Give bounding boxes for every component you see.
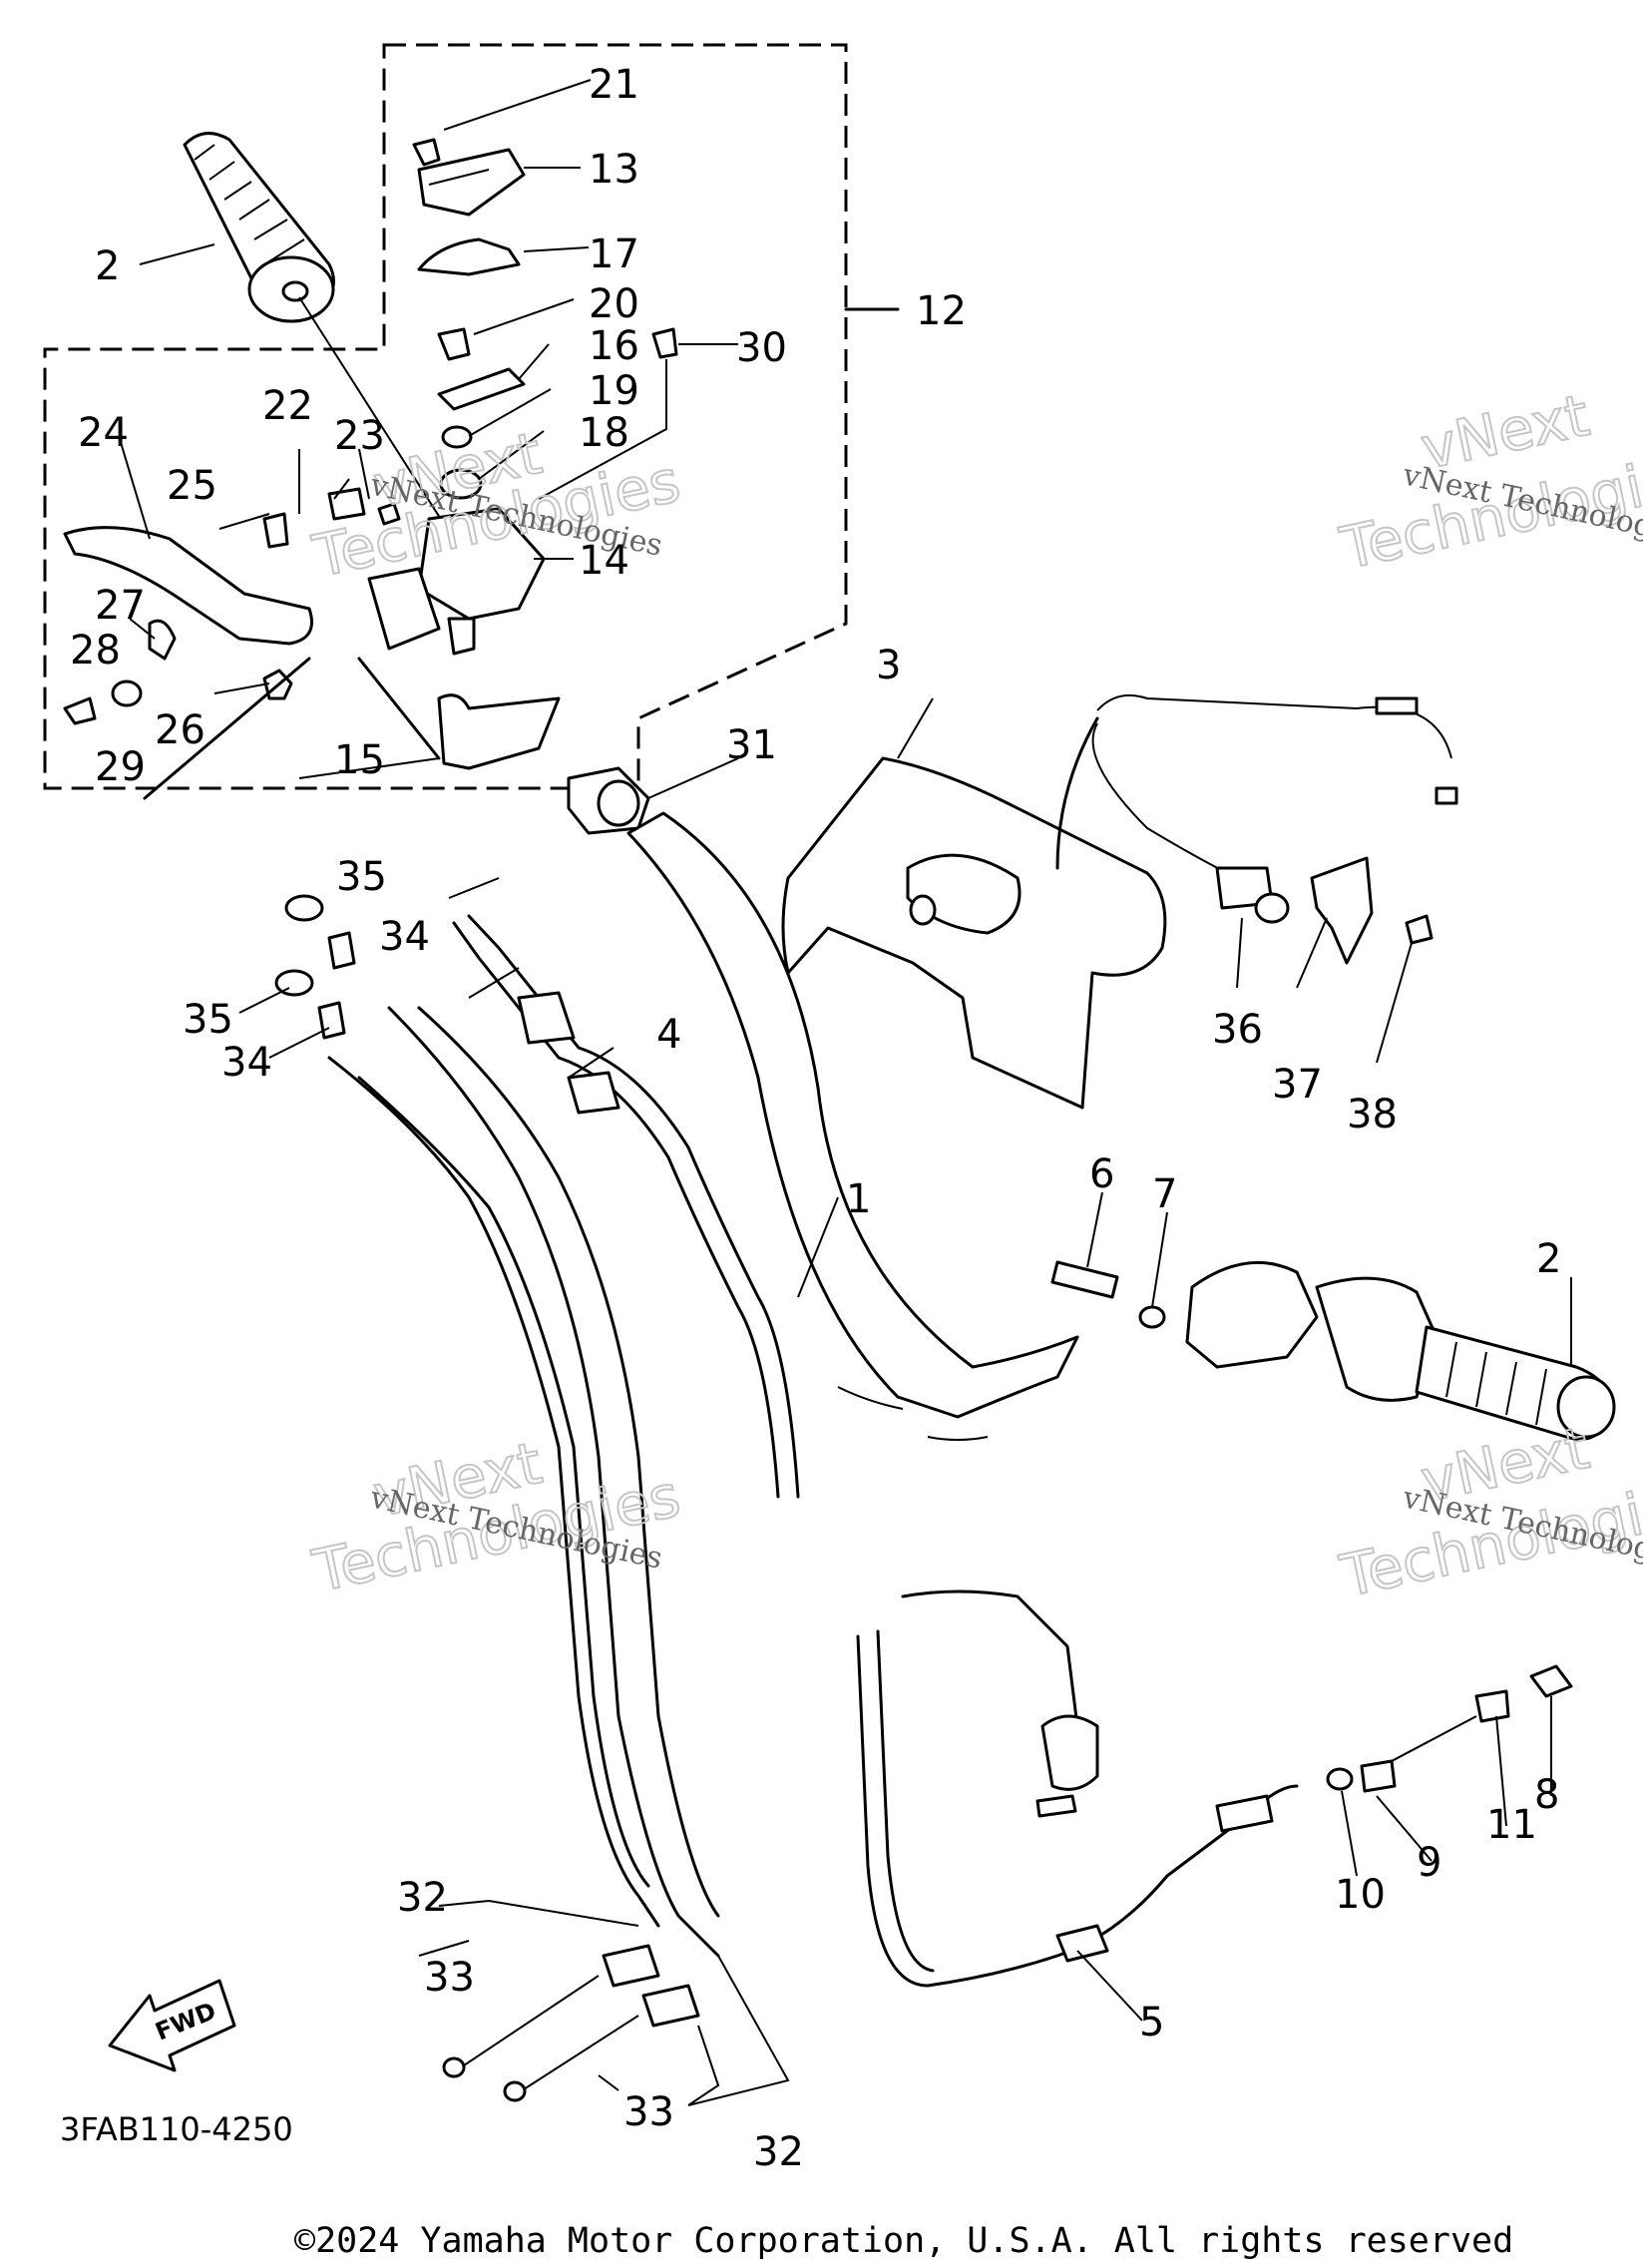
callout-label: 35 — [183, 997, 233, 1043]
callout-label: 33 — [424, 1955, 475, 2001]
callout-label: 16 — [589, 323, 639, 369]
cables-32 — [274, 894, 720, 2102]
callout-labels: 1 2 2 3 4 5 6 7 8 9 10 11 12 13 14 15 16… — [70, 62, 1561, 2175]
watermark-mid-left: vNext Technologies vNext Technologies — [306, 1428, 687, 1606]
callout-label: 10 — [1335, 1872, 1386, 1918]
callout-label: 12 — [916, 288, 967, 334]
callout-label: 25 — [167, 463, 217, 509]
callout-label: 24 — [78, 410, 129, 456]
right-grip — [1050, 1260, 1616, 1441]
callout-label: 2 — [1536, 1236, 1561, 1282]
callout-label: 28 — [70, 628, 121, 674]
callout-label: 38 — [1347, 1092, 1398, 1137]
callout-label: 21 — [589, 62, 639, 108]
left-grip — [183, 132, 480, 580]
throttle-assembly — [1055, 694, 1458, 965]
leader-lines — [119, 79, 1572, 2106]
callout-label: 31 — [726, 722, 777, 768]
callout-label: 26 — [155, 707, 205, 753]
callout-label: 4 — [656, 1012, 681, 1058]
callout-label: 34 — [379, 914, 430, 960]
callout-label: 9 — [1417, 1840, 1441, 1886]
handlebar-cover — [781, 756, 1167, 1110]
callout-label: 3 — [876, 643, 901, 688]
callout-label: 34 — [221, 1040, 272, 1086]
callout-label: 23 — [334, 413, 385, 459]
switch-cover-parts — [412, 138, 678, 500]
callout-label: 29 — [95, 744, 146, 790]
copyright-notice: ©2024 Yamaha Motor Corporation, U.S.A. A… — [294, 2221, 1514, 2261]
callout-label: 35 — [336, 854, 387, 900]
callout-label: 2 — [95, 243, 120, 289]
callout-label: 8 — [1534, 1772, 1559, 1818]
callout-label: 32 — [397, 1875, 448, 1921]
callout-label: 19 — [589, 368, 639, 414]
watermark-top-right: vNext Technologies vNext Technologies — [1334, 380, 1643, 584]
callout-label: 6 — [1089, 1151, 1114, 1197]
callout-label: 36 — [1212, 1007, 1263, 1053]
callout-label: 5 — [1139, 2000, 1164, 2045]
callout-label: 1 — [846, 1176, 871, 1222]
callout-label: 17 — [589, 231, 639, 277]
callout-label: 27 — [95, 583, 146, 629]
callout-label: 22 — [262, 383, 313, 429]
callout-label: 7 — [1152, 1171, 1177, 1217]
callout-label: 14 — [579, 538, 629, 584]
callout-label: 18 — [579, 410, 629, 456]
handlebar — [626, 811, 1079, 1441]
callout-label: 33 — [623, 2089, 674, 2135]
callout-label: 32 — [753, 2129, 804, 2175]
switch-wire — [901, 1589, 1099, 1818]
callout-label: 37 — [1272, 1062, 1323, 1108]
callout-label: 13 — [589, 147, 639, 193]
clutch-switch-housing — [63, 487, 561, 800]
callout-label: 11 — [1486, 1802, 1537, 1848]
diagram-code: 3FAB110-4250 — [60, 2110, 293, 2148]
callout-label: 20 — [589, 281, 639, 327]
callout-label: 15 — [334, 737, 385, 783]
cable-clamp — [567, 766, 650, 835]
cable-4 — [452, 914, 800, 1499]
fwd-arrow-icon: FWD — [108, 1979, 236, 2072]
assembly-boundary — [43, 43, 848, 790]
callout-label: 30 — [736, 325, 787, 371]
watermark-mid-right: vNext Technologies vNext Technologies — [1334, 1413, 1643, 1611]
cable-5 — [856, 1629, 1573, 1988]
